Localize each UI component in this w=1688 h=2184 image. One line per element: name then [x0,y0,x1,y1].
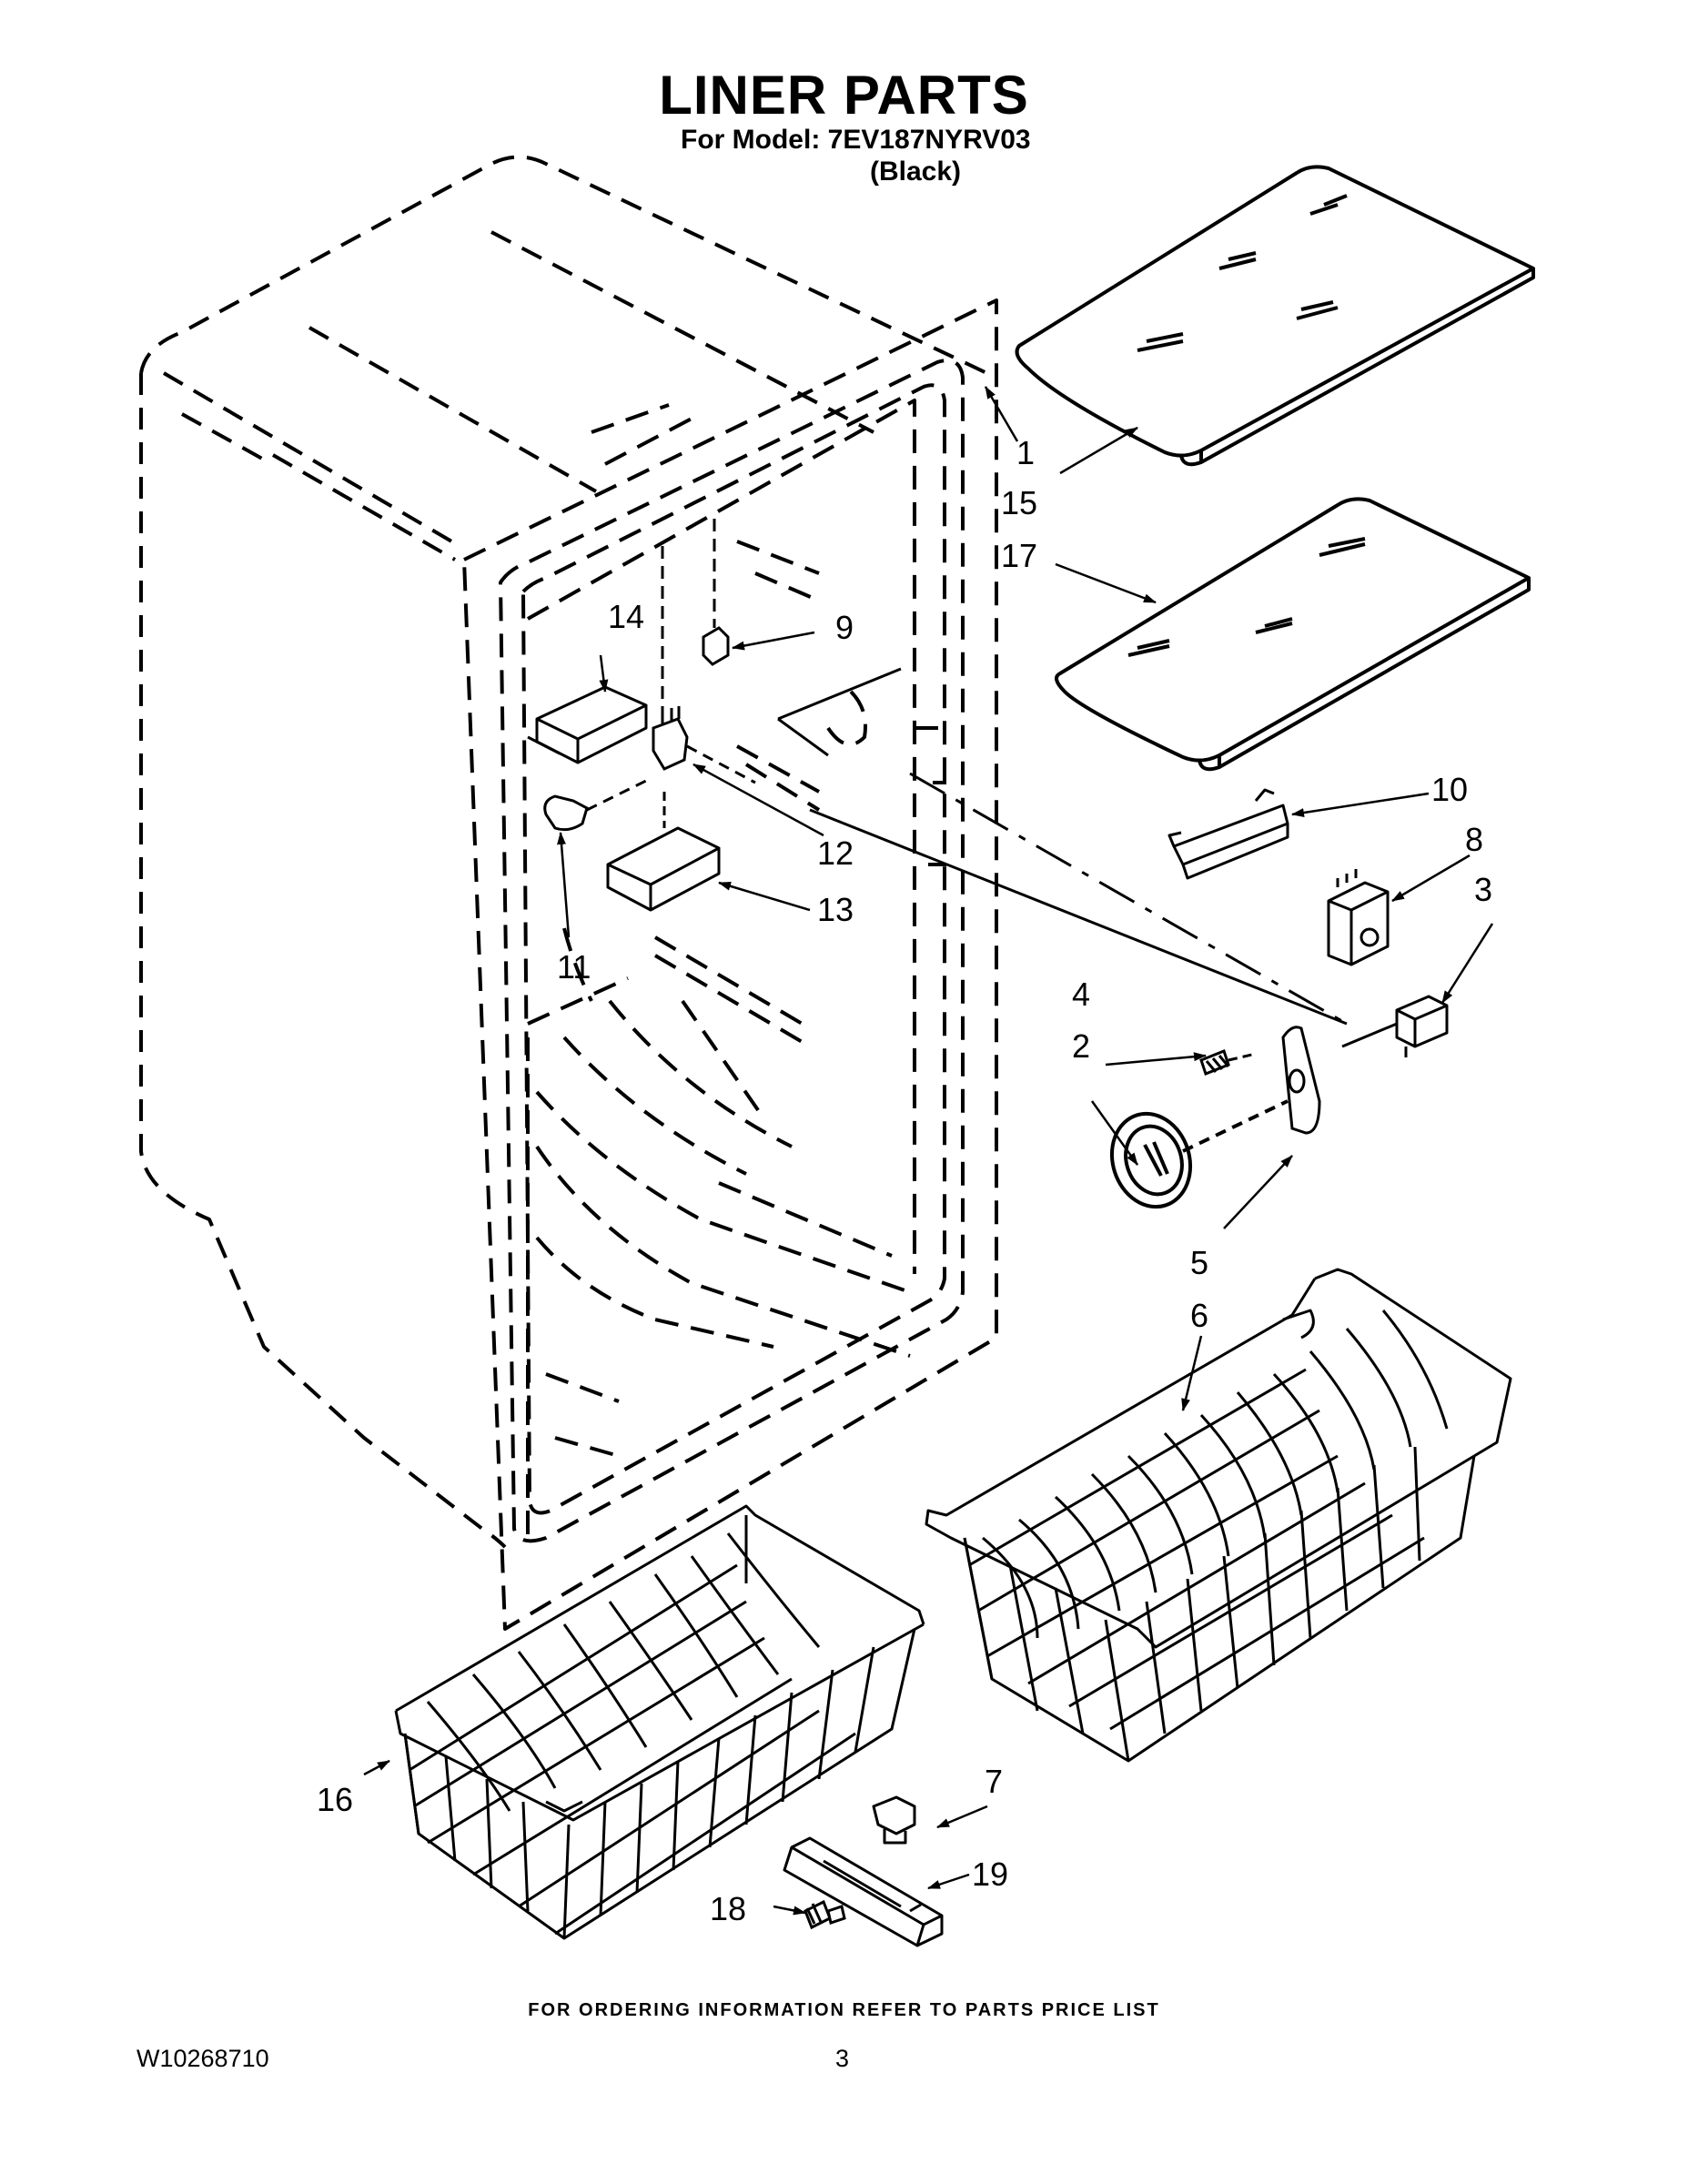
callout-14: 14 [608,598,644,635]
callout-9: 9 [835,609,854,646]
callout-leaders [363,386,1494,1916]
part-14-light-shield [527,685,648,764]
part-9-switch [702,519,730,666]
callout-6: 6 [1190,1297,1208,1334]
callout-15: 15 [1001,484,1037,521]
part-5-plate [1281,1026,1321,1135]
part-10-bracket [1167,788,1289,880]
color-line: (Black) [870,157,962,187]
part-7-clip [872,1795,916,1845]
shelf-part-17 [1055,497,1531,772]
basket-part-6 [925,1268,1512,1763]
model-line: For Model: 7EV187NYRV03 [681,125,1031,155]
ordering-footer: FOR ORDERING INFORMATION REFER TO PARTS … [528,2000,1160,2020]
callout-19: 19 [972,1855,1008,1893]
document-number: W10268710 [136,2045,269,2072]
cabinet-outline [139,155,997,1549]
callout-18: 18 [710,1890,746,1927]
callout-2: 2 [1072,1027,1090,1065]
page-number: 3 [835,2045,850,2072]
callout-1: 1 [1016,434,1035,471]
callout-4: 4 [1072,976,1090,1013]
callout-17: 17 [1001,537,1037,574]
page-title: LINER PARTS [659,65,1029,126]
callout-5: 5 [1190,1244,1208,1281]
callout-11: 11 [557,948,591,986]
liner-outline [462,298,998,1631]
basket-part-16 [394,1504,925,1940]
part-3-thermostat [1341,995,1449,1057]
callout-3: 3 [1474,871,1492,908]
part-2-knob [1109,1099,1289,1209]
part-18-screw [804,1899,846,1930]
part-11-bulb [543,779,647,832]
part-19-rail [783,1836,944,1947]
part-12-socket [652,546,756,784]
callout-8: 8 [1465,821,1483,858]
callout-13: 13 [817,891,854,928]
callout-16: 16 [317,1781,353,1818]
callout-12: 12 [817,834,854,872]
shelf-part-15 [1015,165,1535,467]
callout-7: 7 [985,1763,1003,1800]
liner-detail-lines [777,667,1348,1026]
callout-10: 10 [1431,771,1468,808]
part-13-cover [606,792,721,912]
part-8-control [1327,869,1390,966]
part-4-screw [1199,1049,1257,1076]
